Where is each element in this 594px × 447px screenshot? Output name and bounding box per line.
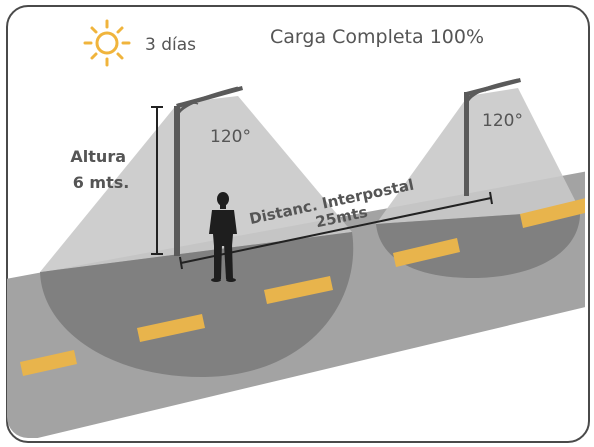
charge-label: Carga Completa 100% <box>270 26 484 48</box>
person-silhouette-icon <box>209 192 237 282</box>
lit-area-right <box>376 210 581 279</box>
street-light-icon <box>464 78 521 196</box>
light-cone-left <box>40 96 352 272</box>
lane-marking <box>137 314 205 342</box>
sun-icon <box>83 19 131 67</box>
lane-marking <box>520 198 585 228</box>
light-cone-right <box>376 88 580 224</box>
lane-marking <box>264 276 333 304</box>
autonomy-label: 3 días <box>145 35 196 55</box>
angle-label-left: 120° <box>210 127 251 147</box>
height-measure <box>151 106 163 255</box>
lane-marking <box>20 350 77 376</box>
lane-marking <box>393 238 460 267</box>
lit-area-left <box>40 232 354 378</box>
street-light-icon <box>174 86 243 256</box>
height-label: Altura 6 mts. <box>70 147 131 192</box>
distance-measure <box>179 191 493 270</box>
angle-label-right: 120° <box>482 111 523 131</box>
